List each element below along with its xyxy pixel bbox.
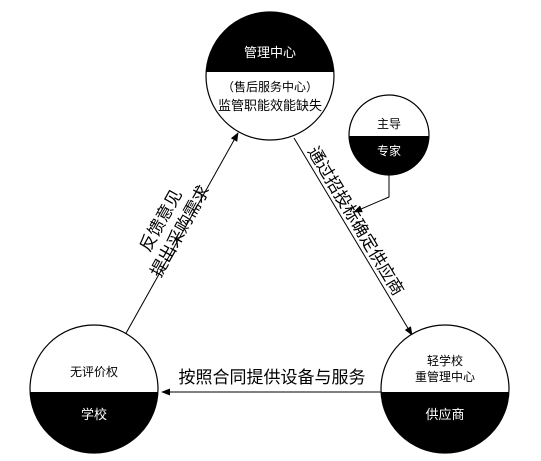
school-top-label: 无评价权 — [70, 365, 118, 379]
supplier-top-line1: 轻学校 — [427, 353, 463, 368]
expert-bottom-label: 专家 — [377, 143, 401, 158]
school-bottom-label: 学校 — [81, 407, 107, 423]
expert-top-label: 主导 — [377, 117, 401, 131]
node-supplier: 轻学校 重管理中心 供应商 — [380, 324, 510, 454]
label-contract-supply: 按照合同提供设备与服务 — [179, 368, 366, 388]
edge-expert-to-bidding — [353, 175, 390, 213]
node-expert: 主导 专家 — [348, 94, 430, 176]
supplier-bottom-label: 供应商 — [425, 407, 464, 423]
edge-school-to-management — [124, 132, 239, 336]
management-title: 管理中心 — [244, 46, 296, 61]
node-school: 无评价权 学校 — [29, 324, 159, 454]
edge-management-to-supplier — [293, 137, 413, 336]
node-management-center: 管理中心 （售后服务中心） 监管职能效能缺失 — [205, 11, 335, 141]
management-note: 监管职能效能缺失 — [218, 99, 322, 114]
supplier-top-line2: 重管理中心 — [415, 369, 475, 384]
management-subtitle: （售后服务中心） — [222, 79, 318, 94]
